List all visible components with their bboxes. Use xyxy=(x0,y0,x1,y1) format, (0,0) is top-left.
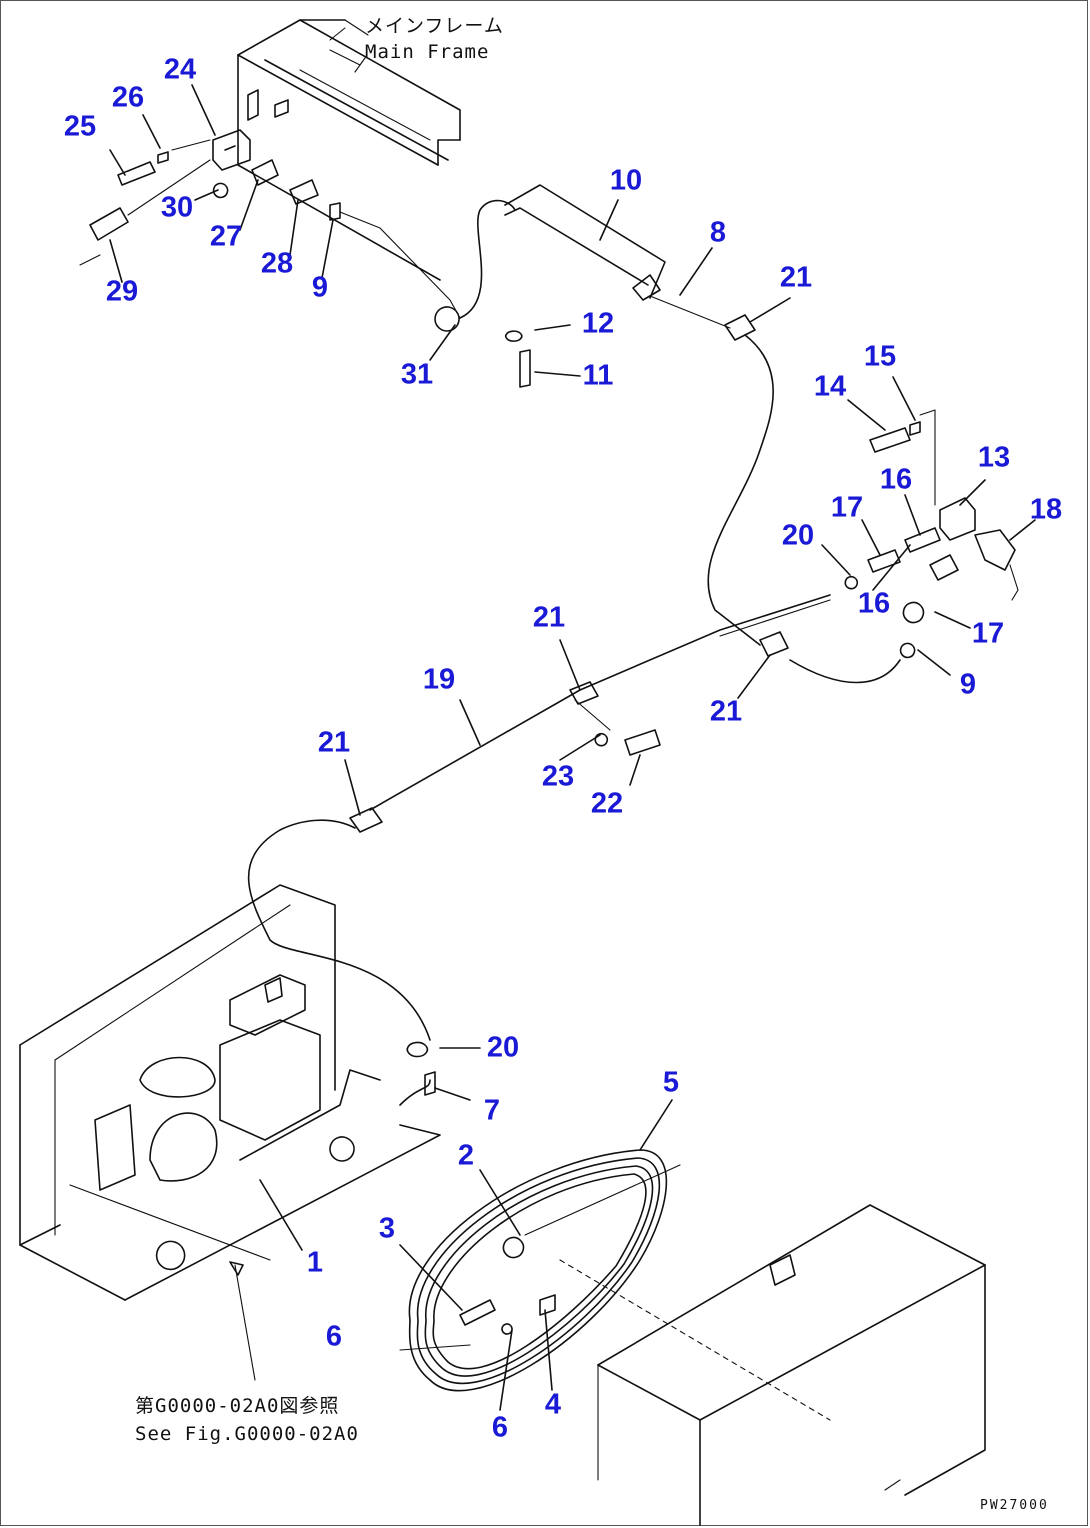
main-frame-label-en: Main Frame xyxy=(365,41,490,63)
callout-21-d: 21 xyxy=(317,726,351,759)
main-frame-label-jp: メインフレーム xyxy=(365,15,504,37)
callout-20-b: 20 xyxy=(486,1031,520,1064)
callout-10: 10 xyxy=(609,164,643,197)
callout-22: 22 xyxy=(590,787,624,820)
callout-11: 11 xyxy=(582,359,614,392)
callout-20-a: 20 xyxy=(781,519,815,552)
callout-13: 13 xyxy=(977,441,1011,474)
callout-2: 2 xyxy=(457,1139,475,1172)
callout-9-right: 9 xyxy=(959,668,977,701)
callout-15: 15 xyxy=(863,340,897,373)
compressor-unit-1 xyxy=(19,884,441,1301)
callout-6-a: 6 xyxy=(325,1320,343,1353)
callout-21-b: 21 xyxy=(532,601,566,634)
callout-25: 25 xyxy=(63,110,97,143)
callout-23: 23 xyxy=(541,760,575,793)
callout-6-b: 6 xyxy=(491,1411,509,1444)
callout-21-c: 21 xyxy=(709,695,743,728)
callout-16-b: 16 xyxy=(857,587,891,620)
callout-4: 4 xyxy=(544,1388,562,1421)
callout-21-a: 21 xyxy=(779,261,813,294)
callout-18: 18 xyxy=(1029,493,1063,526)
callout-1: 1 xyxy=(306,1246,324,1279)
callout-16-a: 16 xyxy=(879,463,913,496)
fitting-block-13 xyxy=(759,409,1019,684)
see-figure-label-jp: 第G0000-02A0図参照 xyxy=(135,1395,340,1417)
callout-9-top: 9 xyxy=(311,271,329,304)
callout-17-b: 17 xyxy=(971,617,1005,650)
callout-8: 8 xyxy=(709,216,727,249)
callout-27: 27 xyxy=(209,220,243,253)
callout-30: 30 xyxy=(160,191,194,224)
leader-lines xyxy=(109,84,1036,1411)
callout-29: 29 xyxy=(105,275,139,308)
callout-14: 14 xyxy=(813,370,847,403)
drawing-code: PW27000 xyxy=(980,1498,1049,1513)
callout-19: 19 xyxy=(422,663,456,696)
callout-24: 24 xyxy=(163,53,197,86)
callout-31: 31 xyxy=(400,358,434,391)
coiled-hose-5 xyxy=(399,1149,681,1392)
fuel-tank xyxy=(559,1204,986,1526)
callout-3: 3 xyxy=(378,1212,396,1245)
callout-28: 28 xyxy=(260,247,294,280)
see-figure-label-en: See Fig.G0000-02A0 xyxy=(135,1423,359,1445)
callout-26: 26 xyxy=(111,81,145,114)
callout-17-a: 17 xyxy=(830,491,864,524)
callout-12: 12 xyxy=(581,307,615,340)
callout-5: 5 xyxy=(662,1066,680,1099)
main-frame-beam xyxy=(237,19,461,281)
callout-7: 7 xyxy=(483,1094,501,1127)
